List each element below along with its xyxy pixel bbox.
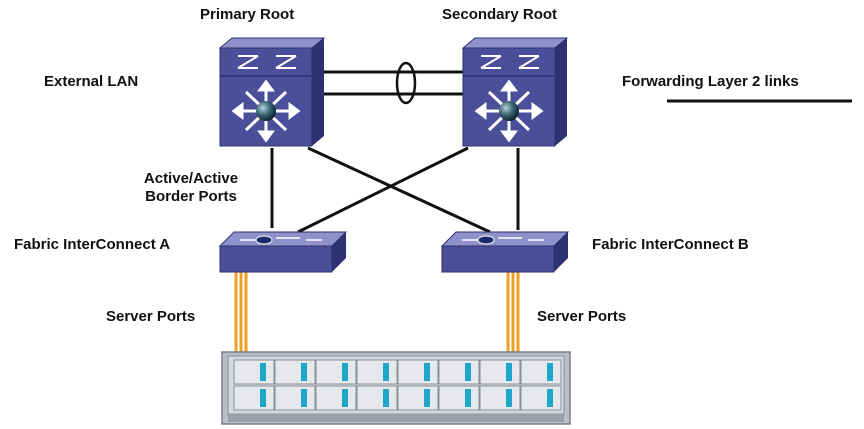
external-lan-label: External LAN xyxy=(44,73,139,90)
blade-led-strip xyxy=(342,363,348,381)
blade-slot xyxy=(315,359,357,385)
server-ports-left-label: Server Ports xyxy=(106,308,196,325)
server-port-links xyxy=(234,270,520,356)
blade-slot xyxy=(520,359,562,385)
blade-slot xyxy=(397,385,439,411)
primary-root-label: Primary Root xyxy=(200,6,295,23)
primary-root-switch-icon xyxy=(218,37,326,147)
blade-slot xyxy=(520,385,562,411)
blade-slot xyxy=(315,385,357,411)
blade-slot xyxy=(274,359,316,385)
border-ports-line1: Active/Active xyxy=(143,170,239,187)
blade-led-strip xyxy=(383,389,389,407)
uplink-lines xyxy=(270,146,520,234)
blade-led-strip xyxy=(301,363,307,381)
blade-slot xyxy=(356,359,398,385)
blade-chassis-icon xyxy=(221,351,571,425)
fabric-a-label: Fabric InterConnect A xyxy=(14,236,171,253)
port-channel-links xyxy=(322,61,463,105)
blade-slot xyxy=(438,359,480,385)
blade-led-strip xyxy=(342,389,348,407)
blade-led-strip xyxy=(424,363,430,381)
blade-led-strip xyxy=(301,389,307,407)
blade-slot xyxy=(356,385,398,411)
port-channel-ellipse-icon xyxy=(395,61,417,105)
fabric-b-label: Fabric InterConnect B xyxy=(592,236,749,253)
blade-led-strip xyxy=(547,389,553,407)
blade-slot xyxy=(397,359,439,385)
blade-slot xyxy=(479,359,521,385)
secondary-root-label: Secondary Root xyxy=(442,6,558,23)
blade-led-strip xyxy=(383,363,389,381)
blade-led-strip xyxy=(506,363,512,381)
fabric-interconnect-b-icon xyxy=(440,231,570,273)
blade-led-strip xyxy=(260,363,266,381)
blade-slot xyxy=(233,385,275,411)
secondary-root-switch-icon xyxy=(461,37,569,147)
blade-led-strip xyxy=(424,389,430,407)
border-ports-line2: Border Ports xyxy=(145,188,237,205)
blade-led-strip xyxy=(260,389,266,407)
server-ports-right-label: Server Ports xyxy=(537,308,627,325)
blade-slot xyxy=(233,359,275,385)
fabric-interconnect-a-icon xyxy=(218,231,348,273)
blade-slot xyxy=(274,385,316,411)
blade-slot xyxy=(479,385,521,411)
blade-led-strip xyxy=(465,389,471,407)
legend-label: Forwarding Layer 2 links xyxy=(622,73,799,90)
blade-led-strip xyxy=(465,363,471,381)
blade-led-strip xyxy=(547,363,553,381)
blade-slot xyxy=(438,385,480,411)
border-ports-label: Active/Active Border Ports xyxy=(124,170,258,206)
blade-led-strip xyxy=(506,389,512,407)
